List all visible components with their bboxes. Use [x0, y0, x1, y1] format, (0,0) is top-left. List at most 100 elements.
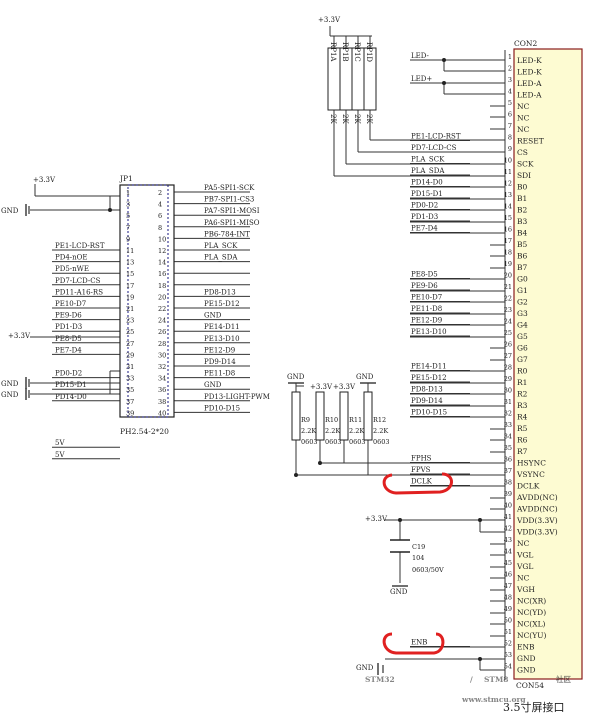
jp1-right-net: PD13-LIGHT-PWM — [204, 393, 270, 401]
con2-pin-number: 22 — [504, 295, 512, 303]
con2-body — [513, 48, 583, 680]
con2-pin-number: 43 — [504, 536, 512, 544]
jp1-pin-number-right: 6 — [158, 212, 162, 220]
con2-pin-name: VGH — [516, 585, 535, 594]
jp1-left-net: PD14-D0 — [55, 393, 87, 401]
jp1-pin-number-left: 39 — [126, 409, 134, 417]
con2-pin-name: R1 — [517, 378, 527, 387]
jp1-value: PH2.54-2*20 — [120, 427, 169, 436]
con2-pin-number: 45 — [504, 559, 512, 567]
resistor-body — [363, 391, 373, 441]
con2-pin-number: 44 — [504, 548, 512, 556]
jp1-pin-number-right: 16 — [158, 270, 166, 278]
resistor-ref: R10 — [325, 416, 338, 424]
jp1-gnd-label: GND — [1, 207, 19, 215]
jp1-inner — [127, 184, 169, 418]
con2-pin-name: SCK — [517, 160, 534, 169]
jp1-right-net: PB7-SPI1-CS3 — [204, 196, 254, 204]
con2-pin-number: 20 — [504, 272, 512, 280]
jp1-left-net: PE7-D4 — [55, 346, 82, 354]
con2-pin-number: 24 — [504, 318, 512, 326]
jp1-pin-number-right: 10 — [158, 235, 166, 243]
con2-pin-number: 14 — [504, 203, 512, 211]
jp1-pin-number-right: 26 — [158, 328, 166, 336]
jp1-pin-number-right: 40 — [158, 409, 166, 417]
con2-pin-name: G6 — [517, 344, 528, 353]
con2-net-label: LED+ — [411, 75, 432, 83]
con2-pin-name: B6 — [517, 252, 528, 261]
con2-net-label: PE13-D10 — [411, 328, 447, 336]
con2-pin-name: R2 — [517, 390, 528, 399]
con2-net-label: LED- — [411, 52, 430, 60]
con2-net-label: PE9-D6 — [411, 282, 438, 290]
gnd-label: GND — [356, 664, 374, 672]
jp1-pin-number-right: 30 — [158, 351, 166, 359]
con2-net-label: ENB — [411, 639, 427, 647]
con2-pin-name: LED-A — [517, 79, 542, 88]
jp1-pin-number-right: 36 — [158, 386, 166, 394]
watermark-brand-a: STM32 — [365, 675, 395, 684]
resistor-pkg: 0603 — [373, 438, 390, 446]
con2-pin-name: G3 — [517, 309, 528, 318]
con2-net-label: PE10-D7 — [411, 294, 442, 302]
rp1-ref: RP1D — [365, 42, 373, 62]
jp1-right-net: PE12-D9 — [204, 346, 235, 354]
con2-pin-name: B5 — [517, 240, 528, 249]
con2-net-label: PD8-D13 — [411, 386, 443, 394]
resistor-ref: R9 — [301, 416, 310, 424]
jp1-right-net: PA5-SPI1-SCK — [204, 184, 255, 192]
con2-pin-name: B1 — [517, 194, 527, 203]
con2-pin-number: 46 — [504, 571, 512, 579]
con2-pin-name: NC — [517, 539, 530, 548]
con2-pin-number: 2 — [508, 65, 512, 73]
jp1-right-net: PA6-SPI1-MISO — [204, 219, 260, 227]
con2-net-label: PE15-D12 — [411, 374, 447, 382]
con2-pin-number: 15 — [504, 214, 512, 222]
con2-pin-number: 9 — [508, 145, 512, 153]
con2-pin-number: 32 — [504, 410, 512, 418]
con2-pin-name: R3 — [517, 401, 528, 410]
jp1-pin-number-right: 14 — [158, 259, 166, 267]
labels: LED-K1LED-K2LED-A3LED-A4NC5NC6NC7RESET8C… — [1, 16, 558, 675]
resistor-pkg: 0603 — [349, 438, 366, 446]
jp1-left-net: PE8-D5 — [55, 335, 82, 343]
con2-pin-number: 50 — [504, 617, 512, 625]
con2-pin-number: 4 — [508, 88, 512, 96]
con2-pin-name: NC — [517, 574, 530, 583]
con2-pin-name: NC(XL) — [517, 620, 546, 629]
jp1-left-net: 5V — [55, 439, 65, 447]
rp1-value: 2K — [341, 114, 349, 124]
con2-pin-number: 34 — [504, 433, 512, 441]
con2-net-label: FPVS — [411, 466, 431, 474]
con2-pin-name: AVDD(NC) — [516, 505, 558, 514]
con2-pin-number: 29 — [504, 375, 512, 383]
jp1-left-net: PE10-D7 — [55, 300, 86, 308]
capacitor-c19 — [390, 539, 410, 553]
con2-pin-name: G7 — [517, 355, 528, 364]
con2-pin-name: NC(YD) — [517, 608, 546, 617]
con2-net-label: PD14-D0 — [411, 179, 443, 187]
jp1-ref: JP1 — [119, 174, 133, 183]
con2-caption: 3.5寸屏接口 — [503, 700, 565, 714]
resistor-body — [291, 391, 301, 441]
con2-pin-name: R6 — [517, 436, 528, 445]
con2-pin-name: VGL — [516, 551, 533, 560]
con2-net-label: PE8-D5 — [411, 271, 438, 279]
con2-pin-name: G0 — [517, 275, 528, 284]
jp1-right-net: PB6-784-INT — [204, 230, 250, 238]
con2-pin-number: 30 — [504, 387, 512, 395]
jp1-pin-number-right: 12 — [158, 247, 166, 255]
jp1-pin-number-left: 29 — [126, 351, 134, 359]
jp1-left-net: PE1-LCD-RST — [55, 242, 105, 250]
cap-ref: C19 — [412, 543, 425, 551]
rp1-ref: RP1C — [353, 42, 361, 62]
con2-ref: CON2 — [514, 39, 537, 48]
jp1-pin-number-right: 24 — [158, 317, 166, 325]
jp1-pin-number-left: 7 — [126, 224, 130, 232]
gnd-label: GND — [390, 588, 408, 596]
con2-net-label: PE11-D8 — [411, 305, 442, 313]
con2-pin-name: G2 — [517, 298, 528, 307]
con2-pin-name: NC — [517, 102, 530, 111]
con2-net-label: PLA_SDA — [411, 167, 445, 175]
